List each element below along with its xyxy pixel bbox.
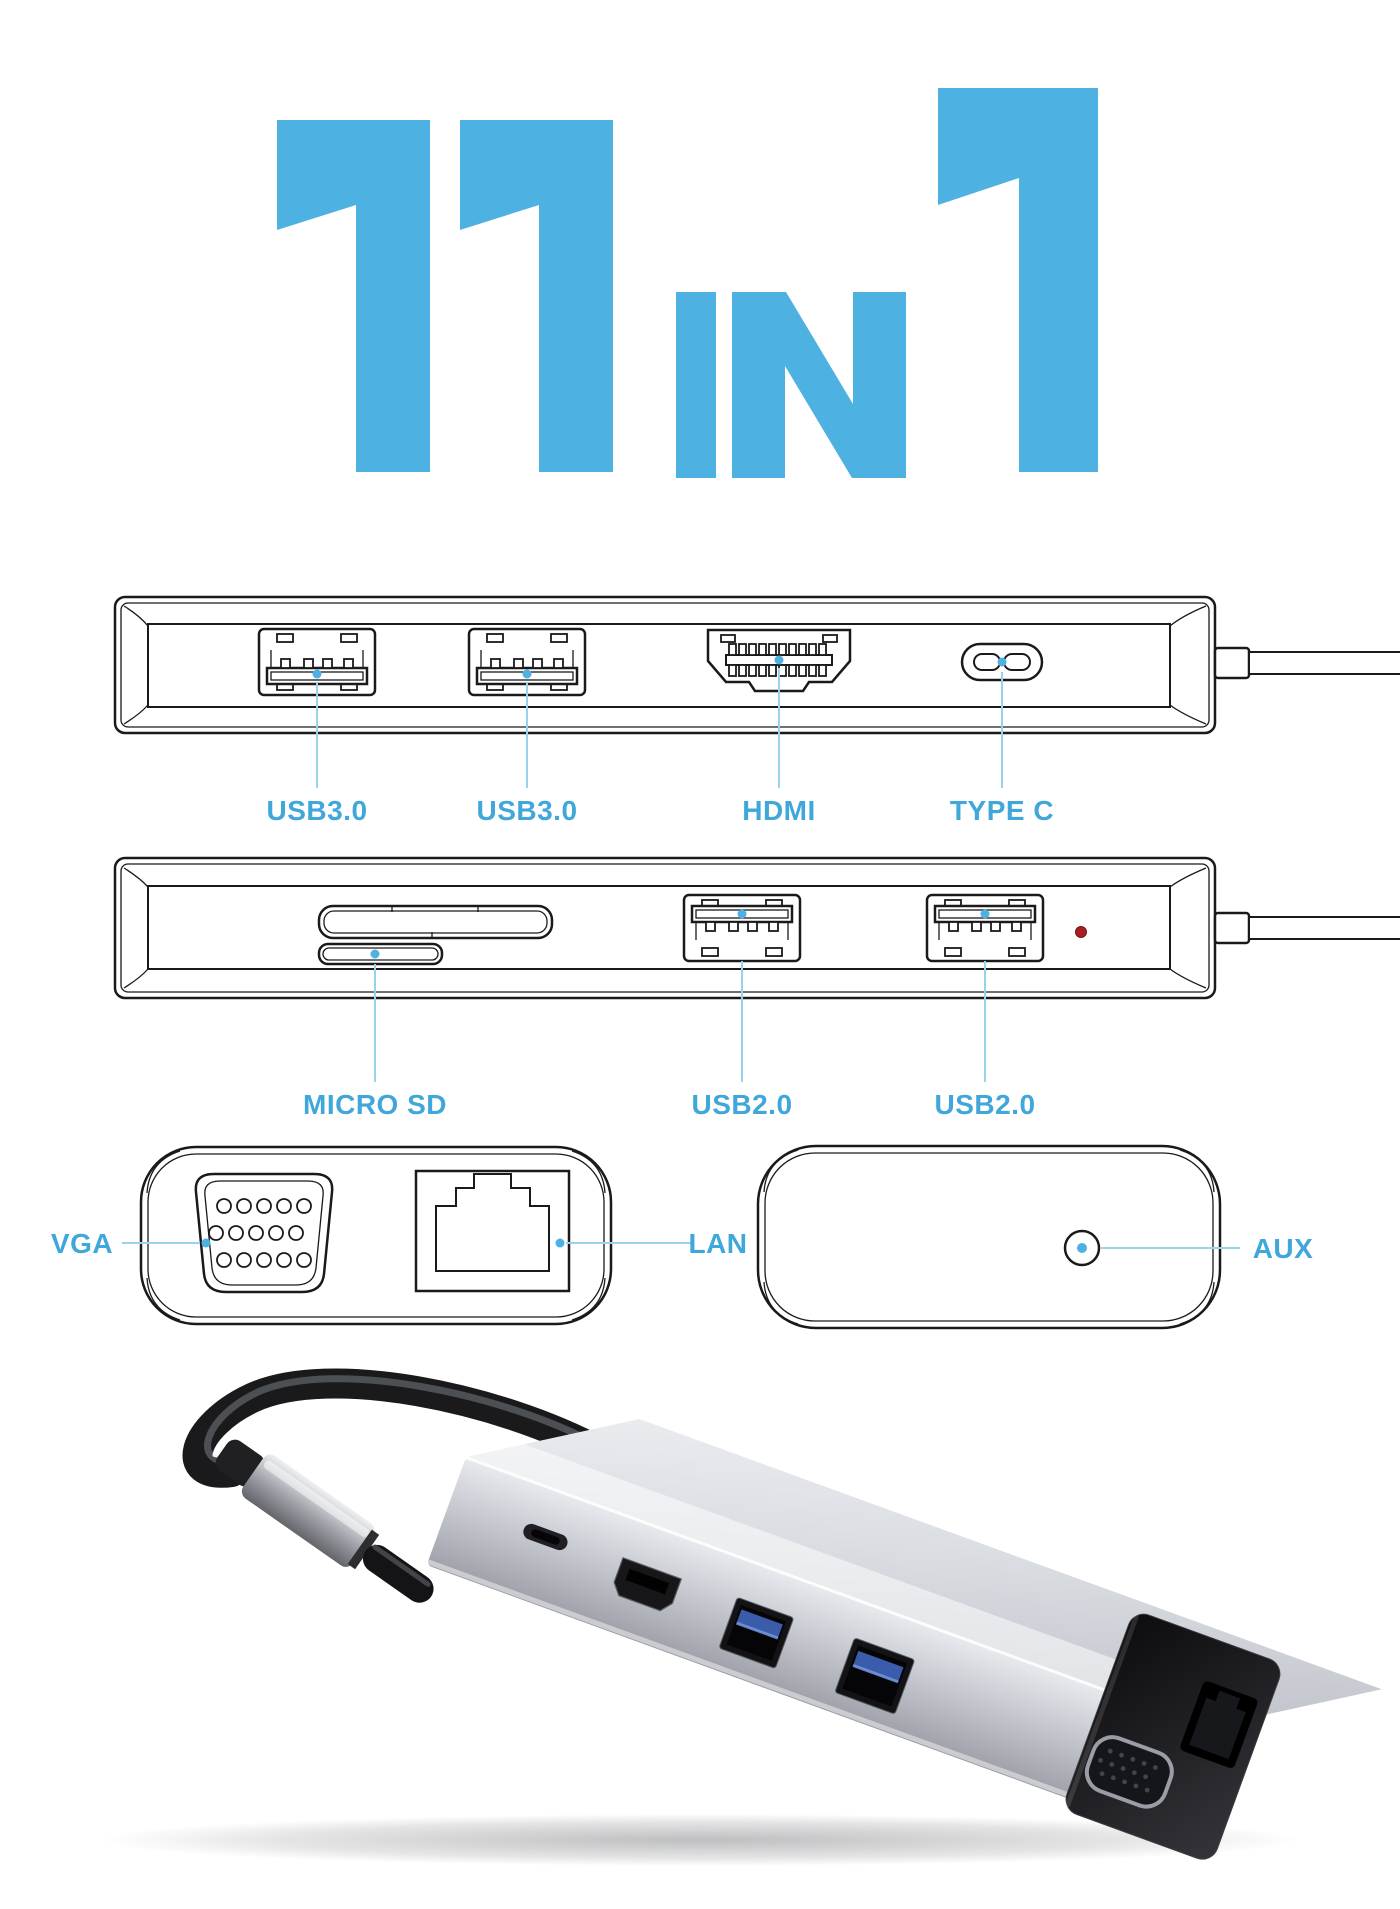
leader-dot <box>370 949 380 959</box>
usb-port-photo-1 <box>719 1597 794 1669</box>
hub-body-photo <box>427 1419 1382 1860</box>
leader-dot <box>522 669 532 679</box>
leader-dot <box>737 909 747 919</box>
headline-digit-1c <box>938 88 1098 472</box>
shadow <box>100 1814 1300 1866</box>
label-hdmi: HDMI <box>742 795 816 826</box>
micro-sd-slot <box>317 942 444 966</box>
end-cap-photo <box>1065 1613 1281 1860</box>
headline-letter-i <box>676 292 716 478</box>
usb3-port-2 <box>467 627 587 697</box>
label-lan: LAN <box>688 1228 747 1259</box>
end-cap-outline <box>756 1144 1222 1330</box>
headline-digit-1b <box>460 120 613 472</box>
usb-c-cable-line-art <box>1213 646 1400 680</box>
power-led <box>1075 926 1087 938</box>
usb-port-photo-2 <box>835 1638 915 1714</box>
label-usb3-2: USB3.0 <box>476 795 577 826</box>
leader-dot <box>774 655 784 665</box>
hdmi-port-photo <box>613 1557 683 1612</box>
label-type-c: TYPE C <box>950 795 1054 826</box>
sd-card-slot <box>317 904 554 940</box>
leader-dot <box>980 909 990 919</box>
aux-port <box>1063 1229 1101 1267</box>
headline-letter-n <box>732 292 906 478</box>
leader-dot <box>1077 1243 1087 1253</box>
headline-digit-1a <box>277 120 430 472</box>
end-view-aux: AUX <box>756 1144 1314 1330</box>
label-vga: VGA <box>51 1228 113 1259</box>
leader-dot <box>201 1238 211 1248</box>
end-view-vga-lan: VGA LAN <box>51 1145 747 1326</box>
usb-c-cable-line-art <box>1213 911 1400 945</box>
label-aux: AUX <box>1253 1233 1314 1264</box>
lan-port <box>414 1169 571 1293</box>
vga-port <box>194 1172 334 1294</box>
leader-dot <box>555 1238 565 1248</box>
label-usb3-1: USB3.0 <box>266 795 367 826</box>
type-c-port-photo <box>523 1523 568 1551</box>
diagram-bottom-side: MICRO SD USB2.0 USB2.0 <box>113 856 1400 1120</box>
usb3-port-1 <box>257 627 377 697</box>
lan-port-photo <box>1180 1681 1258 1768</box>
label-usb2-1: USB2.0 <box>691 1089 792 1120</box>
diagram-top-side: USB3.0 USB3.0 HDMI TYPE C <box>113 595 1400 826</box>
headline <box>277 88 1098 478</box>
label-micro-sd: MICRO SD <box>303 1089 447 1120</box>
usb2-port-1 <box>682 893 802 963</box>
leader-dot <box>312 669 322 679</box>
hdmi-port <box>706 628 852 693</box>
vga-port-photo <box>1084 1735 1174 1809</box>
leader-dot <box>997 657 1007 667</box>
label-usb2-2: USB2.0 <box>934 1089 1035 1120</box>
usb-c-plug <box>215 1439 434 1603</box>
usb2-port-2 <box>925 893 1045 963</box>
usb-c-cable <box>182 1368 615 1488</box>
product-photo <box>100 1368 1382 1866</box>
